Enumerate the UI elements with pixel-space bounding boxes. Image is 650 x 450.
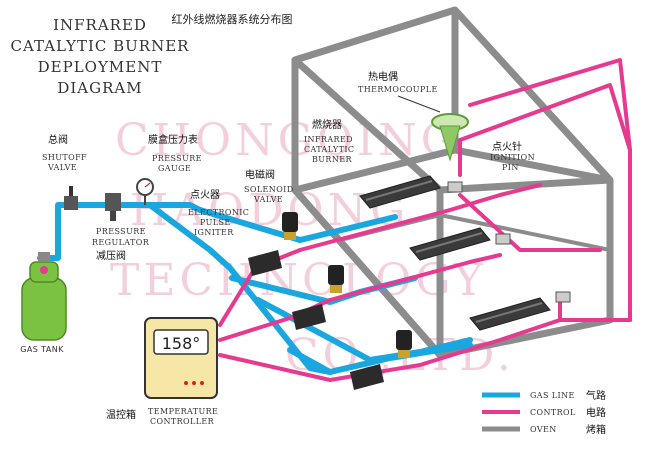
gas-tank-label: GAS TANK: [20, 345, 64, 354]
pin-label-en-1: IGNITION: [490, 153, 535, 162]
controller-display: 158°: [162, 334, 201, 353]
regulator-label-en-2: REGULATOR: [92, 238, 150, 247]
burner-label-en-3: BURNER: [312, 155, 352, 164]
title-line-3: DEPLOYMENT: [38, 58, 163, 76]
legend-control-cn: 电路: [586, 406, 606, 419]
igniter-label-cn: 点火器: [190, 189, 220, 201]
pin-label-cn: 点火针: [492, 140, 522, 153]
temperature-controller: 158° 温控箱 TEMPERATURE CONTROLLER: [106, 317, 218, 426]
burner-top: [359, 175, 441, 209]
shutoff-label-cn: 总阀: [48, 133, 68, 146]
ignition-pin-3: [555, 291, 571, 303]
solenoid-valve-3: [396, 330, 412, 358]
igniter-box-1: [248, 250, 282, 276]
burner-label-en-1: INFRARED: [304, 135, 353, 144]
pressure-gauge: 膜盒压力表 PRESSURE GAUGE: [136, 133, 202, 205]
title-line-2: CATALYTIC BURNER: [11, 37, 190, 55]
legend-control-en: CONTROL: [530, 408, 576, 417]
title-line-4: DIAGRAM: [57, 79, 142, 97]
controller-label-en-2: CONTROLLER: [150, 417, 215, 426]
igniter-box-2: [292, 304, 326, 330]
igniter-label: 点火器 ELECTRONIC PULSE IGNITER: [188, 189, 249, 237]
shutoff-label-en-1: SHUTOFF: [42, 153, 87, 162]
controller-label-cn: 温控箱: [106, 408, 136, 421]
shutoff-label-en-2: VALVE: [47, 163, 77, 172]
ignition-pin-1: [447, 181, 463, 193]
legend-item-oven: OVEN 烤箱: [482, 423, 606, 436]
legend-gas-en: GAS LINE: [530, 391, 575, 400]
legend-gas-cn: 气路: [586, 389, 606, 402]
solenoid-valve-2: [328, 265, 344, 293]
solenoid-label-en-2: VALVE: [253, 195, 283, 204]
pressure-regulator: PRESSURE REGULATOR 减压阀: [92, 193, 150, 262]
gauge-label-cn: 膜盒压力表: [148, 133, 198, 146]
thermo-label-en: THERMOCOUPLE: [358, 85, 438, 94]
legend-oven-en: OVEN: [530, 425, 557, 434]
gas-tank: GAS TANK: [20, 252, 67, 354]
burner-label-cn: 燃烧器: [312, 118, 342, 131]
igniter-box-3: [350, 364, 384, 390]
thermo-label-cn: 热电偶: [368, 70, 398, 83]
gauge-label-en-1: PRESSURE: [152, 154, 202, 163]
ignition-pin-2: [495, 233, 511, 245]
burner-label-en-2: CATALYTIC: [304, 145, 354, 154]
legend: GAS LINE 气路 CONTROL 电路 OVEN 烤箱: [482, 389, 606, 436]
shutoff-valve: 总阀 SHUTOFF VALVE: [42, 133, 87, 210]
pin-label-en-2: PIN: [502, 163, 519, 172]
watermark-line-3: TECHNOLOGY: [110, 255, 487, 306]
title-chinese: 红外线燃烧器系统分布图: [172, 12, 293, 26]
legend-item-control: CONTROL 电路: [482, 406, 606, 419]
burner-label: 燃烧器 INFRARED CATALYTIC BURNER: [304, 118, 354, 164]
burner-middle: [409, 227, 491, 261]
diagram-title: INFRARED CATALYTIC BURNER DEPLOYMENT DIA…: [11, 12, 293, 97]
gauge-label-en-2: GAUGE: [158, 164, 191, 173]
regulator-label-cn: 减压阀: [96, 249, 126, 262]
legend-oven-cn: 烤箱: [586, 423, 606, 436]
controller-label-en-1: TEMPERATURE: [148, 407, 218, 416]
legend-item-gas: GAS LINE 气路: [482, 389, 606, 402]
burner-bottom: [469, 297, 551, 331]
ignition-pin-label: 点火针 IGNITION PIN: [490, 140, 535, 172]
igniter-label-en-3: IGNITER: [194, 228, 234, 237]
solenoid-label: 电磁阀 SOLENOID VALVE: [244, 168, 294, 204]
solenoid-valve-1: [282, 212, 298, 240]
title-line-1: INFRARED: [53, 16, 147, 34]
solenoid-label-cn: 电磁阀: [245, 168, 275, 181]
igniter-label-en-1: ELECTRONIC: [188, 208, 249, 217]
solenoid-label-en-1: SOLENOID: [244, 185, 294, 194]
thermocouple: 热电偶 THERMOCOUPLE: [358, 70, 469, 162]
igniter-label-en-2: PULSE: [200, 218, 231, 227]
regulator-label-en-1: PRESSURE: [96, 227, 146, 236]
